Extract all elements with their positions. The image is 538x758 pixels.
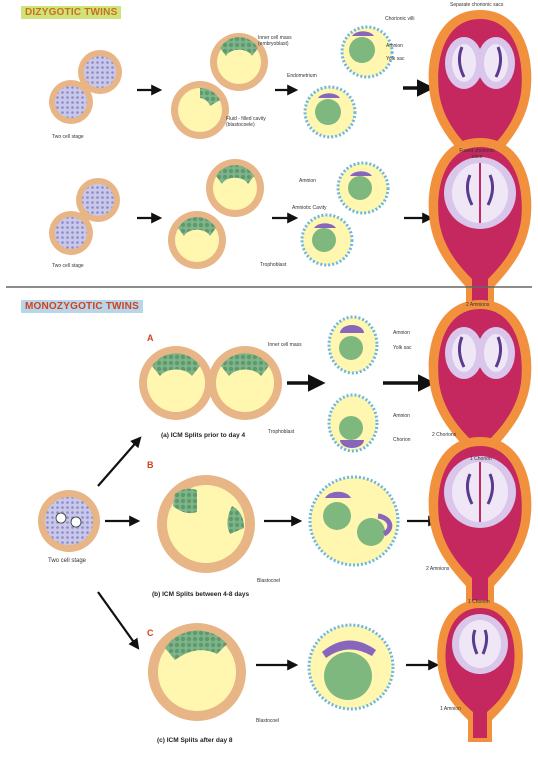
mz-label-one-chorion-b: 1 Chorion <box>470 456 492 462</box>
dizygotic-title: DIZYGOTIC TWINS <box>21 6 121 19</box>
mz-b-implanted <box>310 477 398 565</box>
dz-two-cell-row2 <box>49 178 120 255</box>
dz-label-fused-chorionic: Fused chorionic sacs <box>455 148 499 160</box>
mz-label-blastocoel-c: Blastocoel <box>256 718 279 724</box>
mz-label-amnion-a2: Amnion <box>393 413 410 419</box>
mz-label-trophoblast: Trophoblast <box>268 429 294 435</box>
mz-label-chorion-a: Chorion <box>393 437 411 443</box>
mz-label-one-amnion-c: 1 Amnion <box>440 706 461 712</box>
dz-label-chorionic-villi: Chorionic villi <box>385 16 414 22</box>
dz-label-fluid-filled: Fluid - filled cavity (blastocoele) <box>226 116 284 128</box>
dz-two-cell-row1 <box>49 50 122 124</box>
mz-two-cell <box>38 490 100 552</box>
mz-label-blastocoel-b: Blastocoel <box>257 578 280 584</box>
mz-letter-b: B <box>147 460 154 470</box>
dz-label-amnion-1: Amnion <box>386 43 403 49</box>
dz-blastocysts-row2 <box>168 159 264 269</box>
mz-letter-a: A <box>147 333 154 343</box>
mz-label-two-amnions-b: 2 Amnions <box>426 566 449 572</box>
mz-label-one-chorion-c: 1 Chorion <box>468 599 490 605</box>
mz-label-two-amnions-top: 2 Amnions <box>466 302 489 308</box>
mz-b-blastocyst <box>157 475 255 573</box>
dz-implanted-row1 <box>305 27 392 137</box>
mz-label-two-cell: Two cell stage <box>48 558 86 564</box>
mz-c-uterus <box>437 600 523 742</box>
mz-caption-b: (b) ICM Splits between 4-8 days <box>152 591 249 598</box>
mz-a-blastocysts <box>139 346 282 420</box>
mz-caption-a: (a) ICM Splits prior to day 4 <box>161 432 245 439</box>
mz-label-two-chorions: 2 Chorions <box>432 432 456 438</box>
dz-label-two-cell-2: Two cell stage <box>52 263 84 269</box>
dz-label-inner-cell-mass: Inner cell mass (embryoblast) <box>258 35 306 47</box>
dz-label-two-cell-1: Two cell stage <box>52 134 84 140</box>
dz-label-separate-chorionic: Separate chorionic sacs <box>450 2 503 8</box>
monozygotic-title: MONOZYGOTIC TWINS <box>21 300 143 313</box>
dz-label-amnion-2: Amnion <box>299 178 316 184</box>
mz-label-inner-cell-mass: Inner cell mass <box>268 342 302 348</box>
dz-label-endometrium-1: Endometrium <box>287 73 315 79</box>
mz-letter-c: C <box>147 628 154 638</box>
mz-caption-c: (c) ICM Splits after day 8 <box>157 737 233 744</box>
mz-b-uterus <box>429 437 532 612</box>
mz-a-implanted <box>329 317 377 451</box>
dz-label-trophoblast-1: Trophoblast <box>260 262 286 268</box>
mz-c-implanted <box>309 625 393 709</box>
mz-label-amnion-a1: Amnion <box>393 330 410 336</box>
mz-label-yolk-sac: Yolk sac <box>393 345 411 351</box>
dz-label-amniotic-cavity: Amniotic Cavity <box>292 205 326 211</box>
dz-label-yolk-sac-1: Yolk sac <box>386 56 404 62</box>
mz-c-blastocyst <box>148 623 246 721</box>
